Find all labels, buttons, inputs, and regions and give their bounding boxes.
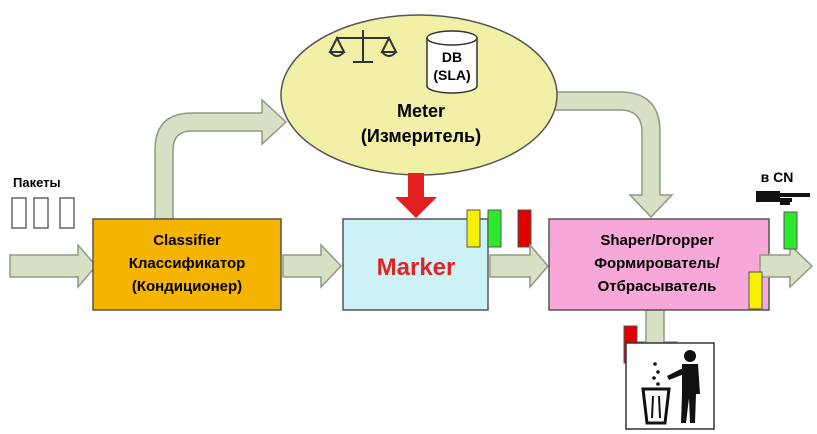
- database-icon: [426, 30, 478, 94]
- output-label: в CN: [761, 169, 794, 185]
- marker-to-shaper-arrow: [489, 242, 549, 290]
- input-packets: [11, 197, 75, 229]
- pointing-hand-icon: [756, 191, 810, 205]
- marker-box: [342, 218, 489, 311]
- classifier-box: [92, 218, 282, 311]
- packet-green: [487, 209, 502, 248]
- packet-red: [517, 209, 532, 248]
- shaper-box: [548, 218, 770, 311]
- meter-to-marker-arrow: [395, 173, 437, 218]
- meter-to-shaper-arrow: [539, 91, 674, 219]
- shaper-label-ru: Формирователь/: [594, 255, 720, 272]
- packet-box: [59, 197, 75, 229]
- marker-label: Marker: [377, 254, 456, 281]
- classifier-to-marker-arrow: [282, 243, 343, 289]
- packets-label: Пакеты: [13, 175, 61, 190]
- packet-yellow: [466, 209, 481, 248]
- shaper-label-en: Shaper/Dropper: [600, 232, 714, 249]
- person-icon: [667, 350, 700, 423]
- packet-green-out: [783, 211, 798, 250]
- classifier-label-alt: (Кондиционер): [132, 278, 242, 295]
- meter-subtitle: (Измеритель): [361, 126, 481, 146]
- meter-title: Meter: [397, 101, 445, 121]
- shaper-label-alt: Отбрасыватель: [598, 278, 717, 295]
- trash-box: [625, 342, 715, 430]
- db-label: DB: [442, 49, 462, 65]
- classifier-label-ru: Классификатор: [129, 255, 246, 272]
- classifier-label-en: Classifier: [153, 232, 221, 249]
- output-arrow: [759, 243, 814, 289]
- packet-box: [33, 197, 49, 229]
- scales-icon: [328, 30, 398, 63]
- packet-box: [11, 197, 27, 229]
- trash-icon: [641, 362, 671, 425]
- classifier-to-meter-arrow: [154, 98, 288, 220]
- db-sla-label: (SLA): [433, 67, 470, 83]
- packet-yellow-queued: [748, 271, 763, 310]
- input-arrow: [9, 242, 97, 290]
- meter-ellipse: [280, 14, 558, 176]
